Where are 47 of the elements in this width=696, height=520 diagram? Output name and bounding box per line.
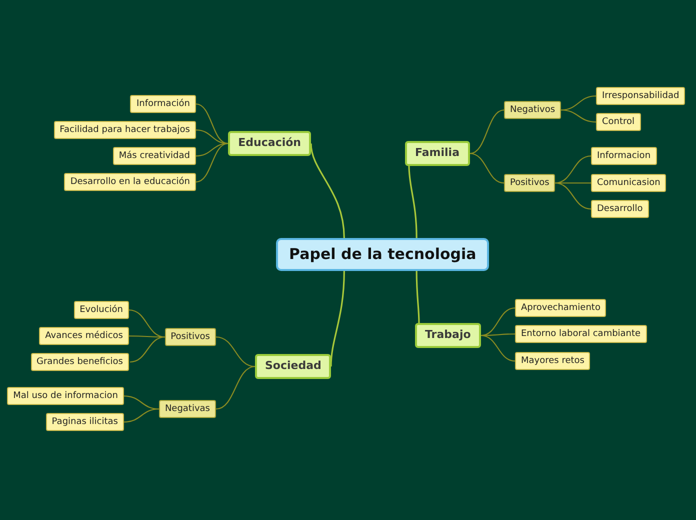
subtopic-leaf: Aprovechamiento bbox=[515, 299, 606, 318]
subtopic-leaf: Comunicasion bbox=[591, 174, 666, 192]
connector bbox=[554, 155, 592, 184]
connector bbox=[196, 103, 228, 144]
subtopic: Negativas bbox=[158, 400, 216, 418]
connector bbox=[470, 152, 504, 184]
subtopic-leaf: Evolución bbox=[74, 301, 129, 320]
connector bbox=[128, 309, 166, 338]
connector bbox=[196, 142, 228, 183]
connector bbox=[216, 366, 256, 410]
connector bbox=[555, 182, 591, 184]
main-topic: Educación bbox=[228, 131, 311, 156]
connector bbox=[129, 335, 165, 338]
main-topic: Trabajo bbox=[415, 323, 481, 348]
subtopic-leaf: Mayores retos bbox=[515, 352, 590, 370]
connector bbox=[480, 307, 516, 336]
connector bbox=[310, 143, 345, 238]
subtopic-leaf: Más creatividad bbox=[112, 147, 196, 166]
subtopic-leaf: Mal uso de informacion bbox=[7, 387, 124, 406]
subtopic-leaf: Informacion bbox=[591, 147, 657, 166]
subtopic-leaf: Avances médicos bbox=[39, 327, 129, 346]
connector bbox=[196, 142, 228, 157]
central-topic: Papel de la tecnologia bbox=[276, 238, 490, 272]
subtopic-leaf: Entorno laboral cambiante bbox=[515, 325, 647, 344]
subtopic-leaf: Control bbox=[596, 113, 641, 132]
connector bbox=[416, 271, 420, 324]
connector bbox=[216, 336, 256, 368]
connector bbox=[560, 109, 596, 123]
subtopic-leaf: Desarrollo en la educación bbox=[64, 173, 196, 192]
connector bbox=[470, 109, 504, 154]
main-topic: Sociedad bbox=[255, 354, 332, 379]
connector bbox=[408, 166, 418, 238]
connector bbox=[124, 408, 160, 423]
connector bbox=[480, 334, 516, 362]
subtopic-leaf: Paginas ilicitas bbox=[46, 413, 124, 432]
connector bbox=[481, 333, 515, 336]
subtopic: Negativos bbox=[504, 101, 562, 120]
subtopic: Positivos bbox=[164, 328, 216, 346]
subtopic-leaf: Irresponsabilidad bbox=[596, 87, 686, 106]
subtopic-leaf: Facilidad para hacer trabajos bbox=[54, 121, 196, 140]
subtopic-leaf: Información bbox=[130, 95, 196, 114]
connector bbox=[130, 336, 166, 363]
subtopic: Positivos bbox=[504, 174, 556, 192]
connector bbox=[554, 182, 592, 210]
subtopic-leaf: Desarrollo bbox=[591, 200, 649, 218]
subtopic-leaf: Grandes beneficios bbox=[30, 353, 129, 372]
main-topic: Familia bbox=[405, 141, 470, 166]
